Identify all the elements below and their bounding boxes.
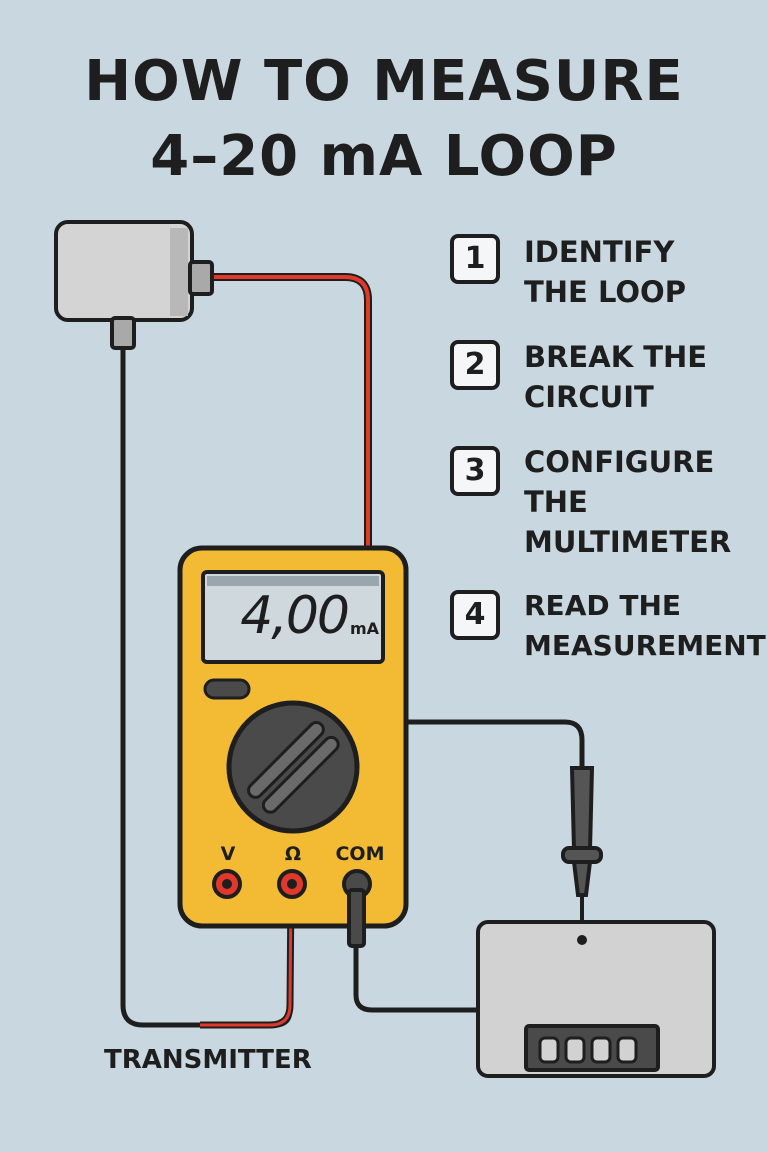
red-wire-ohm [200,884,293,1027]
ohm-jack-hole [287,879,297,889]
step-1-line-2: THE LOOP [524,275,686,309]
step-1-text: IDENTIFY THE LOOP [524,232,686,312]
step-1-number: 1 [450,234,500,284]
com-plug [347,888,366,948]
step-2-line-1: BREAK THE [524,340,708,374]
terminal-screw-2 [564,1036,586,1064]
multimeter-lcd [201,570,385,664]
terminal-screw-1 [538,1036,560,1064]
rotary-dial[interactable] [226,700,360,834]
lcd-reading: 4,00 [240,586,350,646]
step-2-text: BREAK THE CIRCUIT [524,337,707,417]
transmitter-label: TRANSMITTER [104,1045,312,1075]
probe-tip-body [571,860,593,897]
terminal-label-ohm: Ω [284,843,302,865]
probe-handle [569,766,595,852]
power-supply-connector [188,260,214,296]
terminal-label-v: V [220,843,236,865]
dial-pointer [247,721,340,814]
terminal-screw-3 [590,1036,612,1064]
step-3-line-2: THE [524,485,588,519]
step-3-line-3: MULTIMETER [524,525,732,559]
v-jack-hole [222,879,232,889]
step-4-line-2: MEASUREMENT [524,629,766,662]
power-supply-plug [110,316,136,350]
lcd-top-shade [207,576,379,586]
step-3-text: CONFIGURE THE MULTIMETER [524,442,731,562]
lcd-unit: mA [350,619,380,638]
step-4-number: 4 [450,590,500,640]
hold-button[interactable] [203,678,251,700]
terminal-label-com: COM [335,843,385,865]
power-supply-face [60,226,188,316]
com-wire [353,940,480,1013]
step-3-number: 3 [450,446,500,496]
red-wire-top [212,275,370,550]
probe-guard [561,846,603,864]
step-2-number: 2 [450,340,500,390]
page-title-line-2: 4–20 mA LOOP [150,124,618,189]
step-2-line-2: CIRCUIT [524,380,654,414]
transmitter-test-point [577,935,587,945]
step-4-text: READ THE MEASUREMENT [524,586,766,666]
step-1-line-1: IDENTIFY [524,235,675,269]
power-supply-shade [170,228,188,316]
probe-cable [405,719,585,770]
page-title-line-1: HOW TO MEASURE [84,49,684,114]
step-4-line-1: READ THE [524,589,682,622]
terminal-screw-4 [616,1036,638,1064]
step-3-line-1: CONFIGURE [524,445,715,479]
